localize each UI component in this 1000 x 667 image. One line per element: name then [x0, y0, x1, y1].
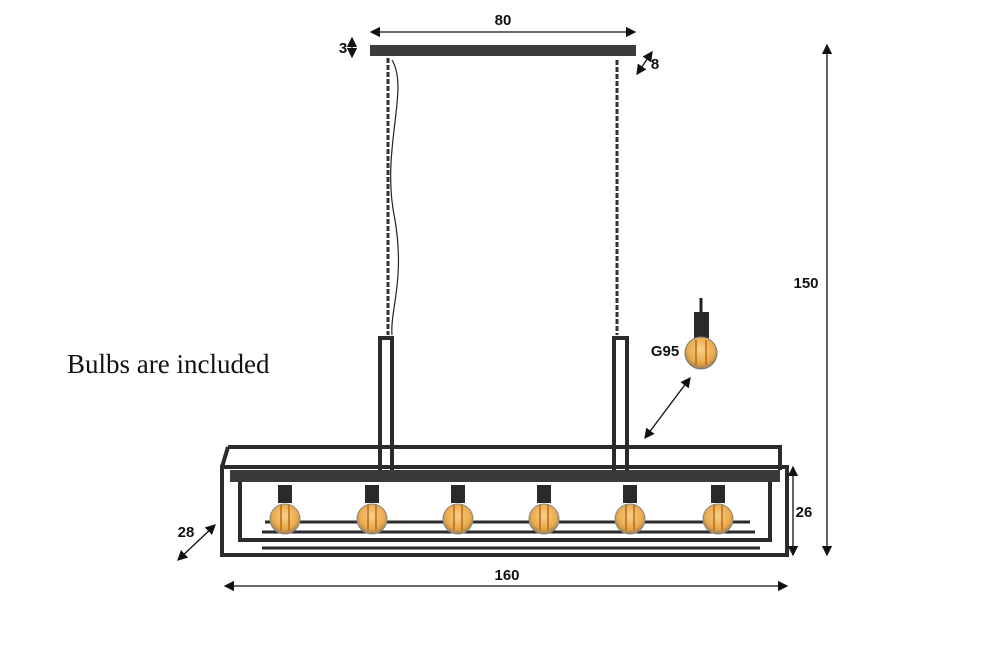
bulbs-included-note: Bulbs are included	[67, 349, 270, 379]
dim-canopy-height: 3	[339, 40, 347, 57]
g95-bulb	[684, 298, 718, 370]
dim-cage-width: 160	[494, 567, 519, 584]
bulb-5	[614, 485, 646, 535]
bulb-4	[528, 485, 560, 535]
canopy	[370, 45, 636, 56]
cage	[220, 445, 789, 557]
hanger-left	[378, 336, 394, 470]
bulb-1	[269, 485, 301, 535]
hanger-right	[612, 336, 629, 470]
dim-canopy-depth: 8	[651, 56, 659, 73]
bulb-6	[702, 485, 734, 535]
cord	[390, 59, 400, 336]
dim-canopy-width: 80	[495, 12, 512, 29]
bulb-3	[442, 485, 474, 535]
dim-cage-depth: 28	[178, 524, 195, 541]
dim-cage-height: 26	[796, 504, 813, 521]
dim-total-height: 150	[793, 275, 818, 292]
bulb-2	[356, 485, 388, 535]
bulb-type-label: G95	[651, 343, 679, 360]
dimension-arrows	[177, 26, 833, 592]
